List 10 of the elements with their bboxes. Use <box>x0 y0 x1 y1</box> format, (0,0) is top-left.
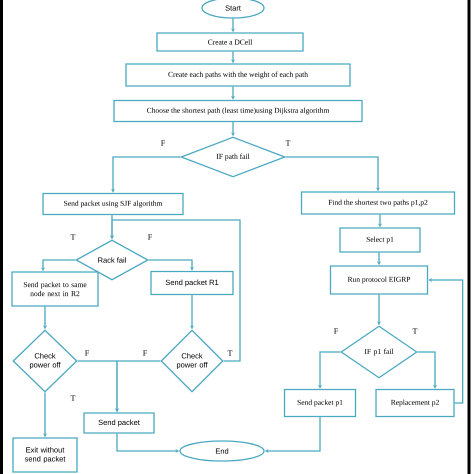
edge-label: F <box>161 140 165 146</box>
edge-label: T <box>228 350 232 356</box>
edge-label: T <box>70 395 76 401</box>
edge-label: F <box>148 234 152 240</box>
edge-label: F <box>85 350 89 356</box>
edge-label: T <box>412 328 418 334</box>
edge-label: T <box>286 140 290 146</box>
edge-label: T <box>70 234 76 240</box>
edge-label: F <box>143 350 147 356</box>
edge-label: F <box>334 328 338 334</box>
